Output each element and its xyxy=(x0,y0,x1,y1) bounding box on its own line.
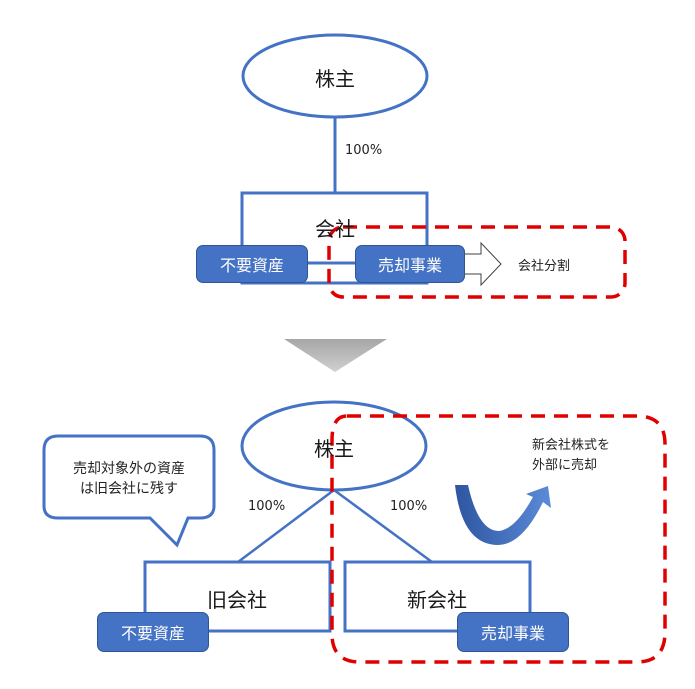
split-highlight-before xyxy=(327,225,627,299)
ownership-line-new xyxy=(333,488,433,564)
sale-note-line-2: 外部に売却 xyxy=(532,458,598,473)
ownership-pct-new: 100% xyxy=(390,499,428,514)
ownership-pct-before: 100% xyxy=(345,143,383,158)
shareholder-label-before: 株主 xyxy=(315,67,355,91)
callout-line-1: 売却対象外の資産 xyxy=(73,461,185,477)
unneeded-assets-after: 不要資産 xyxy=(97,612,209,652)
callout-line-2: は旧会社に残す xyxy=(80,481,178,497)
company-label-before: 会社 xyxy=(315,217,355,241)
shareholder-label-after: 株主 xyxy=(314,437,354,461)
new-company-label: 新会社 xyxy=(407,588,467,612)
business-for-sale-after: 売却事業 xyxy=(457,612,569,652)
sale-curved-arrow-icon xyxy=(455,485,551,545)
sale-note-line-1: 新会社株式を xyxy=(532,438,611,453)
callout-bubble xyxy=(42,434,216,548)
ownership-pct-old: 100% xyxy=(248,499,286,514)
split-label: 会社分割 xyxy=(518,259,571,274)
old-company-label: 旧会社 xyxy=(207,588,267,612)
transition-arrow-icon xyxy=(284,339,387,372)
unneeded-assets-before: 不要資産 xyxy=(196,245,308,283)
sale-highlight-after xyxy=(330,414,667,664)
business-for-sale-before: 売却事業 xyxy=(355,245,465,283)
ownership-line-old xyxy=(237,489,335,563)
